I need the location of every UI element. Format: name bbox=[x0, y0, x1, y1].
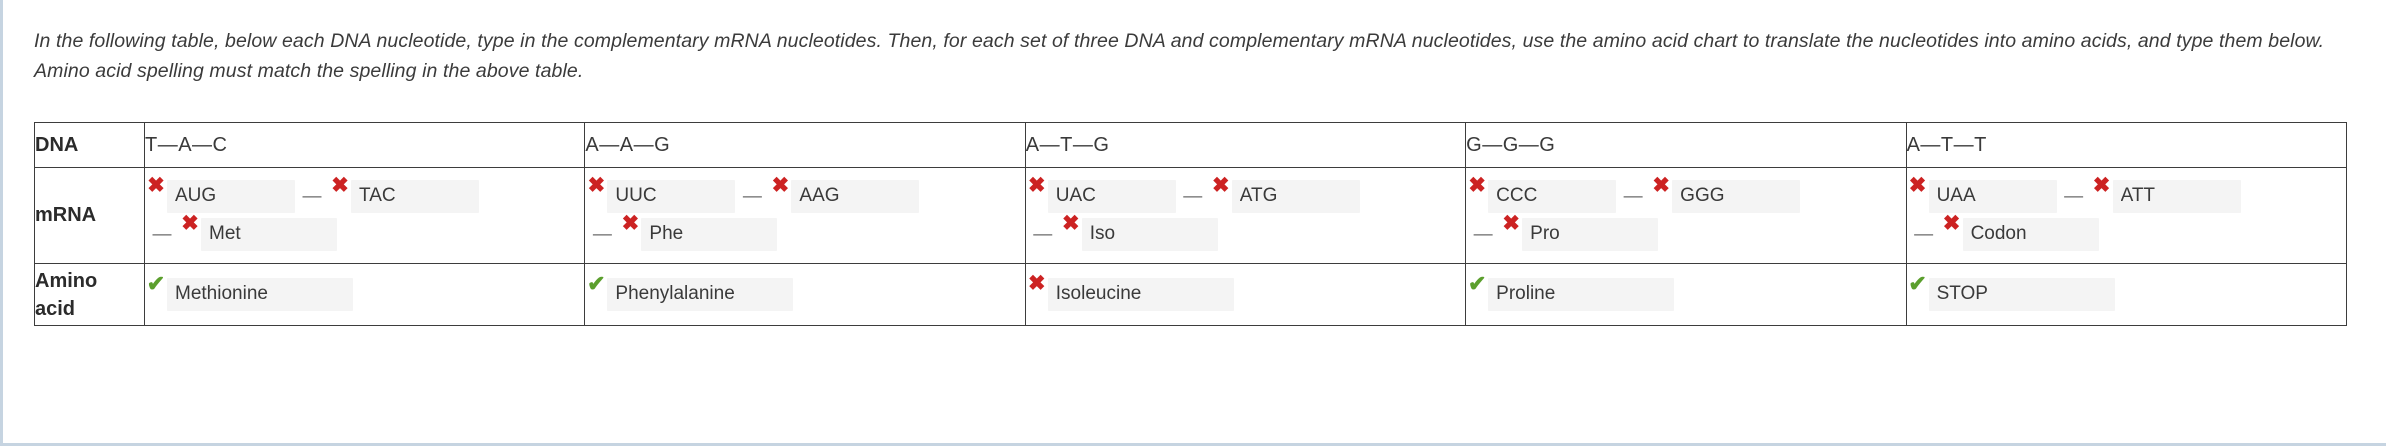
dash-separator: — bbox=[1183, 185, 1203, 207]
worksheet-content: In the following table, below each DNA n… bbox=[34, 26, 2347, 326]
mrna-input-3-c[interactable] bbox=[1081, 218, 1218, 251]
amino-acid-line-col-3: ✖ bbox=[1026, 272, 1465, 314]
mrna-line-bottom-col-3: — ✖ bbox=[1026, 212, 1465, 254]
dna-sequence-col-5: A—T—T bbox=[1905, 122, 2347, 168]
table-row-mrna: mRNA ✖ — ✖ — ✖ bbox=[34, 167, 2347, 264]
row-label-amino-acid-line-2: acid bbox=[35, 297, 76, 320]
row-label-amino-acid: Amino acid bbox=[34, 263, 145, 326]
mrna-input-1-a[interactable] bbox=[167, 180, 295, 213]
amino-acid-input-2[interactable] bbox=[607, 278, 794, 311]
row-label-mrna: mRNA bbox=[34, 167, 145, 264]
dna-sequence-col-1: T—A—C bbox=[143, 122, 586, 168]
mrna-line-top-col-5: ✖ — ✖ bbox=[1907, 174, 2346, 216]
dash-separator: — bbox=[2064, 185, 2084, 207]
amino-acid-input-3[interactable] bbox=[1047, 278, 1234, 311]
instructions-line-2: Amino acid spelling must match the spell… bbox=[34, 60, 584, 82]
amino-acid-line-col-1: ✔ bbox=[145, 270, 584, 314]
mrna-input-2-a[interactable] bbox=[607, 180, 736, 213]
table-row-dna: DNA T—A—C A—A—G A—T—G G—G—G A—T—T bbox=[34, 122, 2347, 168]
mrna-cell-col-4: ✖ — ✖ — ✖ bbox=[1465, 167, 1907, 264]
status-cross-icon: ✖ bbox=[771, 174, 790, 197]
mrna-line-bottom-col-2: — ✖ bbox=[585, 212, 1024, 254]
dash-separator: — bbox=[1914, 223, 1934, 245]
mrna-input-5-c[interactable] bbox=[1962, 218, 2099, 251]
status-cross-icon: ✖ bbox=[181, 212, 199, 235]
mrna-input-2-c[interactable] bbox=[641, 218, 778, 251]
mrna-line-top-col-2: ✖ — ✖ bbox=[585, 174, 1024, 216]
status-cross-icon: ✖ bbox=[587, 174, 606, 197]
dash-separator: — bbox=[1623, 185, 1643, 207]
dna-sequence-col-4: G—G—G bbox=[1465, 122, 1907, 168]
status-cross-icon: ✖ bbox=[147, 174, 165, 197]
mrna-cell-col-1: ✖ — ✖ — ✖ bbox=[143, 167, 586, 264]
amino-acid-line-col-2: ✔ bbox=[585, 270, 1024, 314]
mrna-line-top-col-1: ✖ — ✖ bbox=[145, 174, 584, 216]
status-check-icon: ✔ bbox=[1467, 270, 1487, 296]
amino-acid-cell-col-5: ✔ bbox=[1905, 263, 2347, 326]
amino-acid-cell-col-3: ✖ bbox=[1024, 263, 1467, 326]
amino-acid-cell-col-2: ✔ bbox=[584, 263, 1026, 326]
status-cross-icon: ✖ bbox=[1908, 174, 1927, 197]
row-label-dna: DNA bbox=[34, 122, 145, 168]
mrna-input-5-b[interactable] bbox=[2112, 180, 2241, 213]
status-check-icon: ✔ bbox=[146, 270, 166, 296]
amino-acid-cell-col-1: ✔ bbox=[143, 263, 586, 326]
status-cross-icon: ✖ bbox=[331, 174, 349, 197]
amino-acid-line-col-5: ✔ bbox=[1907, 270, 2346, 314]
mrna-input-4-c[interactable] bbox=[1522, 218, 1659, 251]
dna-sequence-col-3: A—T—G bbox=[1024, 122, 1467, 168]
amino-acid-input-1[interactable] bbox=[167, 278, 353, 311]
mrna-input-4-a[interactable] bbox=[1488, 180, 1617, 213]
dash-separator: — bbox=[1033, 223, 1053, 245]
status-check-icon: ✔ bbox=[1908, 270, 1927, 296]
mrna-line-bottom-col-5: — ✖ bbox=[1907, 212, 2346, 254]
dna-sequence-col-2: A—A—G bbox=[584, 122, 1026, 168]
dash-separator: — bbox=[742, 185, 762, 207]
status-cross-icon: ✖ bbox=[1468, 174, 1486, 197]
mrna-input-5-a[interactable] bbox=[1928, 180, 2057, 213]
status-cross-icon: ✖ bbox=[1061, 212, 1080, 235]
status-cross-icon: ✖ bbox=[1942, 212, 1961, 235]
page-bottom-border bbox=[0, 443, 2386, 446]
mrna-cell-col-5: ✖ — ✖ — ✖ bbox=[1905, 167, 2347, 264]
dna-mrna-translation-table: DNA T—A—C A—A—G A—T—G G—G—G A—T—T mRNA ✖… bbox=[34, 122, 2347, 326]
mrna-input-4-b[interactable] bbox=[1672, 180, 1801, 213]
status-cross-icon: ✖ bbox=[1211, 174, 1230, 197]
status-cross-icon: ✖ bbox=[1027, 272, 1046, 295]
mrna-input-1-c[interactable] bbox=[201, 218, 337, 251]
row-label-amino-acid-line-1: Amino bbox=[35, 269, 98, 292]
dash-separator: — bbox=[302, 185, 322, 207]
mrna-line-bottom-col-4: — ✖ bbox=[1466, 212, 1905, 254]
mrna-line-top-col-4: ✖ — ✖ bbox=[1466, 174, 1905, 216]
dash-separator: — bbox=[1473, 223, 1493, 245]
amino-acid-line-col-4: ✔ bbox=[1466, 270, 1905, 314]
mrna-input-3-a[interactable] bbox=[1047, 180, 1176, 213]
amino-acid-input-5[interactable] bbox=[1928, 278, 2115, 311]
status-cross-icon: ✖ bbox=[1652, 174, 1670, 197]
mrna-input-2-b[interactable] bbox=[791, 180, 920, 213]
instructions-block: In the following table, below each DNA n… bbox=[34, 26, 2344, 86]
mrna-line-bottom-col-1: — ✖ bbox=[145, 212, 584, 254]
dash-separator: — bbox=[592, 223, 612, 245]
amino-acid-input-4[interactable] bbox=[1488, 278, 1675, 311]
mrna-input-1-b[interactable] bbox=[351, 180, 479, 213]
status-cross-icon: ✖ bbox=[2092, 174, 2111, 197]
status-cross-icon: ✖ bbox=[621, 212, 640, 235]
mrna-input-3-b[interactable] bbox=[1231, 180, 1360, 213]
status-cross-icon: ✖ bbox=[1502, 212, 1520, 235]
mrna-cell-col-2: ✖ — ✖ — ✖ bbox=[584, 167, 1026, 264]
status-cross-icon: ✖ bbox=[1027, 174, 1046, 197]
table-row-amino-acid: Amino acid ✔ ✔ ✖ bbox=[34, 263, 2347, 326]
status-check-icon: ✔ bbox=[587, 270, 606, 296]
mrna-line-top-col-3: ✖ — ✖ bbox=[1026, 174, 1465, 216]
dash-separator: — bbox=[152, 223, 172, 245]
amino-acid-cell-col-4: ✔ bbox=[1465, 263, 1907, 326]
instructions-line-1: In the following table, below each DNA n… bbox=[34, 30, 2325, 52]
page-left-border bbox=[0, 0, 3, 446]
mrna-cell-col-3: ✖ — ✖ — ✖ bbox=[1024, 167, 1467, 264]
